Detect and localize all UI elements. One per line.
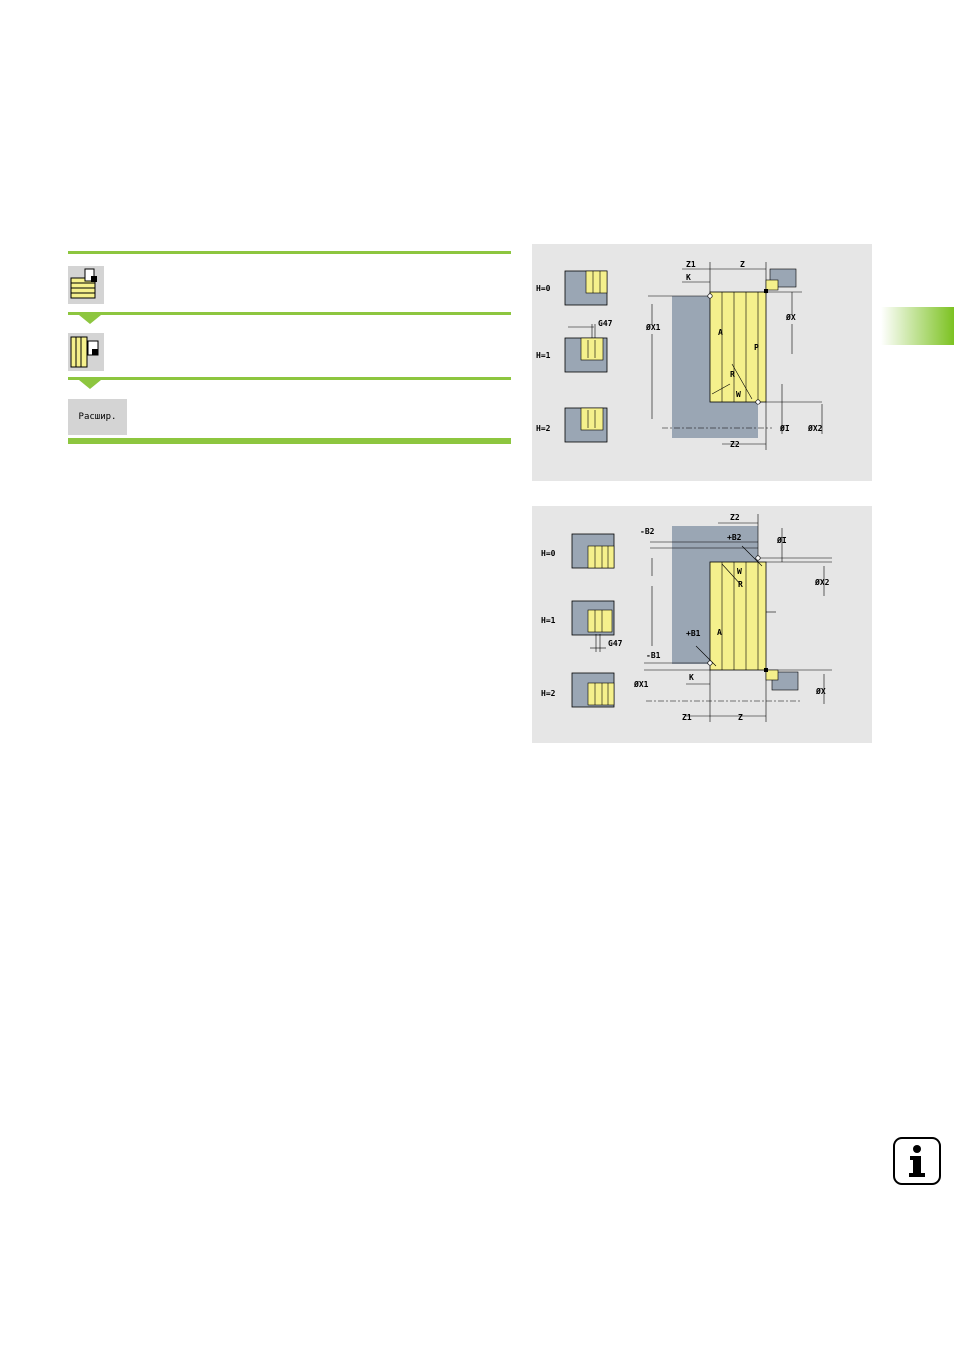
cutting-tool-icon [764, 268, 797, 293]
label-x: ØX [785, 312, 796, 322]
label-b1-minus: -B1 [646, 651, 661, 660]
label-p: P [754, 343, 759, 352]
label-w: W [737, 567, 742, 576]
info-glyph: i [939, 1139, 940, 1140]
label-w: W [736, 390, 741, 399]
g47-label: G47 [598, 319, 613, 328]
mode-label-h1: H=1 [541, 616, 556, 625]
machined-area [709, 561, 767, 671]
label-x: ØX [815, 686, 826, 696]
extended-softkey-button[interactable]: Расшир. [68, 399, 127, 435]
nav-divider-2 [68, 377, 511, 380]
mode-thumb-h2 [571, 672, 615, 708]
mode-thumb-h0 [564, 270, 608, 306]
label-k: K [686, 273, 691, 282]
workpiece [672, 526, 758, 664]
finishing-cycle-icon[interactable] [68, 333, 104, 371]
nav-bottom-bar [68, 438, 511, 444]
label-x2: ØX2 [807, 423, 823, 433]
label-b2-minus: -B2 [640, 527, 655, 536]
roughing-cycle-icon[interactable] [68, 266, 104, 304]
chevron-down-icon [79, 315, 101, 324]
g47-label: G47 [608, 639, 623, 648]
figure-bottom: H=0 G47 H=1 H=2 [532, 506, 872, 743]
mode-label-h1: H=1 [536, 351, 551, 360]
figure-top: H=0 G47 H=1 H=2 [532, 244, 872, 481]
label-x1: ØX1 [645, 322, 661, 332]
label-r: R [738, 580, 743, 589]
mode-label-h0: H=0 [536, 284, 551, 293]
info-icon: i [893, 1137, 941, 1185]
mode-thumb-h2 [564, 407, 608, 443]
label-i: ØI [779, 423, 790, 433]
nav-divider-1 [68, 312, 511, 315]
label-z: Z [740, 260, 745, 269]
label-i: ØI [776, 535, 787, 545]
label-b2-plus: +B2 [727, 533, 742, 542]
nav-top-bar [68, 251, 511, 254]
workpiece [672, 296, 758, 438]
label-x2: ØX2 [814, 577, 830, 587]
label-r: R [730, 370, 735, 379]
label-z2: Z2 [730, 440, 740, 449]
machined-area [709, 291, 767, 403]
mode-label-h0: H=0 [541, 549, 556, 558]
label-x1: ØX1 [633, 679, 649, 689]
label-k: K [689, 673, 694, 682]
mode-label-h2: H=2 [541, 689, 556, 698]
cutting-tool-icon [764, 668, 799, 691]
chapter-tab [881, 307, 954, 345]
label-z2: Z2 [730, 513, 740, 522]
label-a: A [718, 328, 723, 337]
mode-thumb-h0 [571, 533, 615, 569]
label-a: A [717, 628, 722, 637]
mode-thumb-h1 [571, 600, 615, 652]
label-z1: Z1 [682, 713, 692, 722]
mode-label-h2: H=2 [536, 424, 551, 433]
chevron-down-icon [79, 380, 101, 389]
label-z: Z [738, 713, 743, 722]
mode-thumb-h1 [564, 324, 608, 373]
label-b1-plus: +B1 [686, 629, 701, 638]
label-z1: Z1 [686, 260, 696, 269]
